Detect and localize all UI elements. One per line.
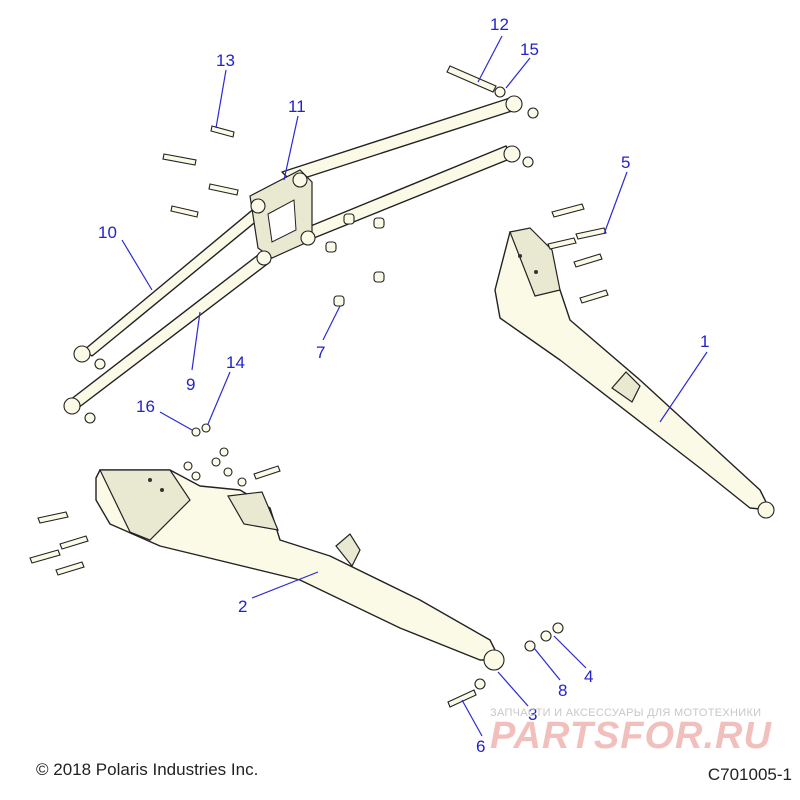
callout-13: 13 bbox=[216, 51, 235, 70]
hardware-rear-2 bbox=[447, 622, 564, 708]
callout-11: 11 bbox=[288, 97, 306, 116]
bolt-12 bbox=[446, 65, 497, 93]
bolts-lower-left bbox=[29, 511, 89, 576]
callout-3: 3 bbox=[528, 705, 537, 724]
callout-12: 12 bbox=[490, 15, 509, 34]
callout-9: 9 bbox=[186, 375, 195, 394]
callout-1: 1 bbox=[700, 332, 709, 351]
trailing-arm-1 bbox=[494, 227, 775, 519]
figure-id: C701005-1 bbox=[707, 765, 792, 784]
bolts-upper-left bbox=[162, 125, 239, 218]
upper-link-right bbox=[281, 95, 539, 183]
callout-15: 15 bbox=[520, 40, 539, 59]
nuts-upper-cluster bbox=[183, 447, 281, 487]
callout-16: 16 bbox=[136, 397, 155, 416]
callout-labels: 1 2 3 4 5 6 7 8 9 10 11 12 13 14 15 16 bbox=[98, 15, 709, 756]
trailing-arm-2 bbox=[95, 469, 505, 671]
washer-15 bbox=[494, 86, 506, 98]
callout-14: 14 bbox=[226, 353, 245, 372]
callout-8: 8 bbox=[558, 681, 567, 700]
copyright-notice: © 2018 Polaris Industries Inc. bbox=[36, 760, 259, 779]
bolts-5 bbox=[547, 203, 609, 304]
callout-4: 4 bbox=[584, 667, 593, 686]
callout-10: 10 bbox=[98, 223, 117, 242]
leader-lines bbox=[121, 35, 708, 737]
nuts-7 bbox=[325, 213, 385, 307]
callout-2: 2 bbox=[238, 597, 247, 616]
callout-5: 5 bbox=[621, 153, 630, 172]
washers-14-16 bbox=[191, 423, 211, 437]
watermark-logo: PARTSFOR.RU bbox=[490, 715, 772, 757]
lower-link-arm-9 bbox=[63, 251, 271, 424]
mount-bracket-11 bbox=[249, 169, 316, 266]
callout-7: 7 bbox=[316, 343, 325, 362]
callout-6: 6 bbox=[476, 737, 485, 756]
watermark-subtitle: ЗАПЧАСТИ И АКСЕССУАРЫ ДЛЯ МОТОТЕХНИКИ bbox=[490, 707, 762, 719]
